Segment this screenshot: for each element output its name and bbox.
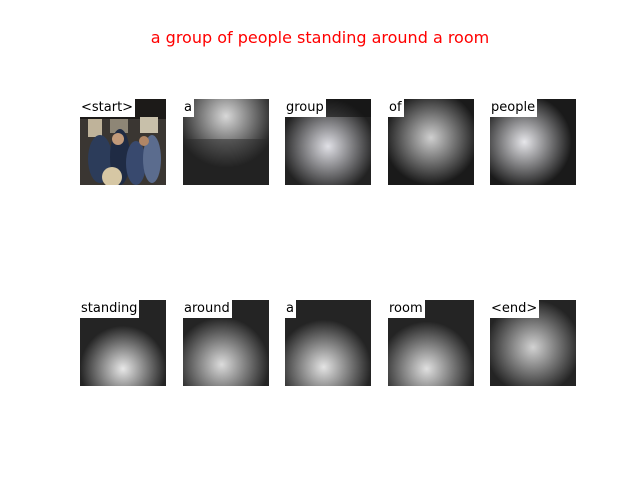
attention-panel-people: people: [490, 99, 576, 185]
token-label: <start>: [80, 99, 136, 117]
attention-panel-a2: a: [285, 300, 371, 386]
token-label: around: [183, 300, 232, 318]
attention-panel-room: room: [388, 300, 474, 386]
attention-panel-standing: standing: [80, 300, 166, 386]
token-label: of: [388, 99, 404, 117]
attention-panel-of: of: [388, 99, 474, 185]
attention-panel-a: a: [183, 99, 269, 185]
attention-panel-around: around: [183, 300, 269, 386]
token-label: standing: [80, 300, 140, 318]
token-label: a: [183, 99, 194, 117]
attention-map: [285, 300, 371, 386]
token-label: room: [388, 300, 425, 318]
token-label: <end>: [490, 300, 540, 318]
token-label: group: [285, 99, 326, 117]
attention-panel-start: <start>: [80, 99, 166, 185]
token-label: a: [285, 300, 296, 318]
attention-map: [183, 99, 269, 185]
attention-panel-group: group: [285, 99, 371, 185]
attention-panel-end: <end>: [490, 300, 576, 386]
token-label: people: [490, 99, 538, 117]
caption-title: a group of people standing around a room: [150, 28, 490, 47]
